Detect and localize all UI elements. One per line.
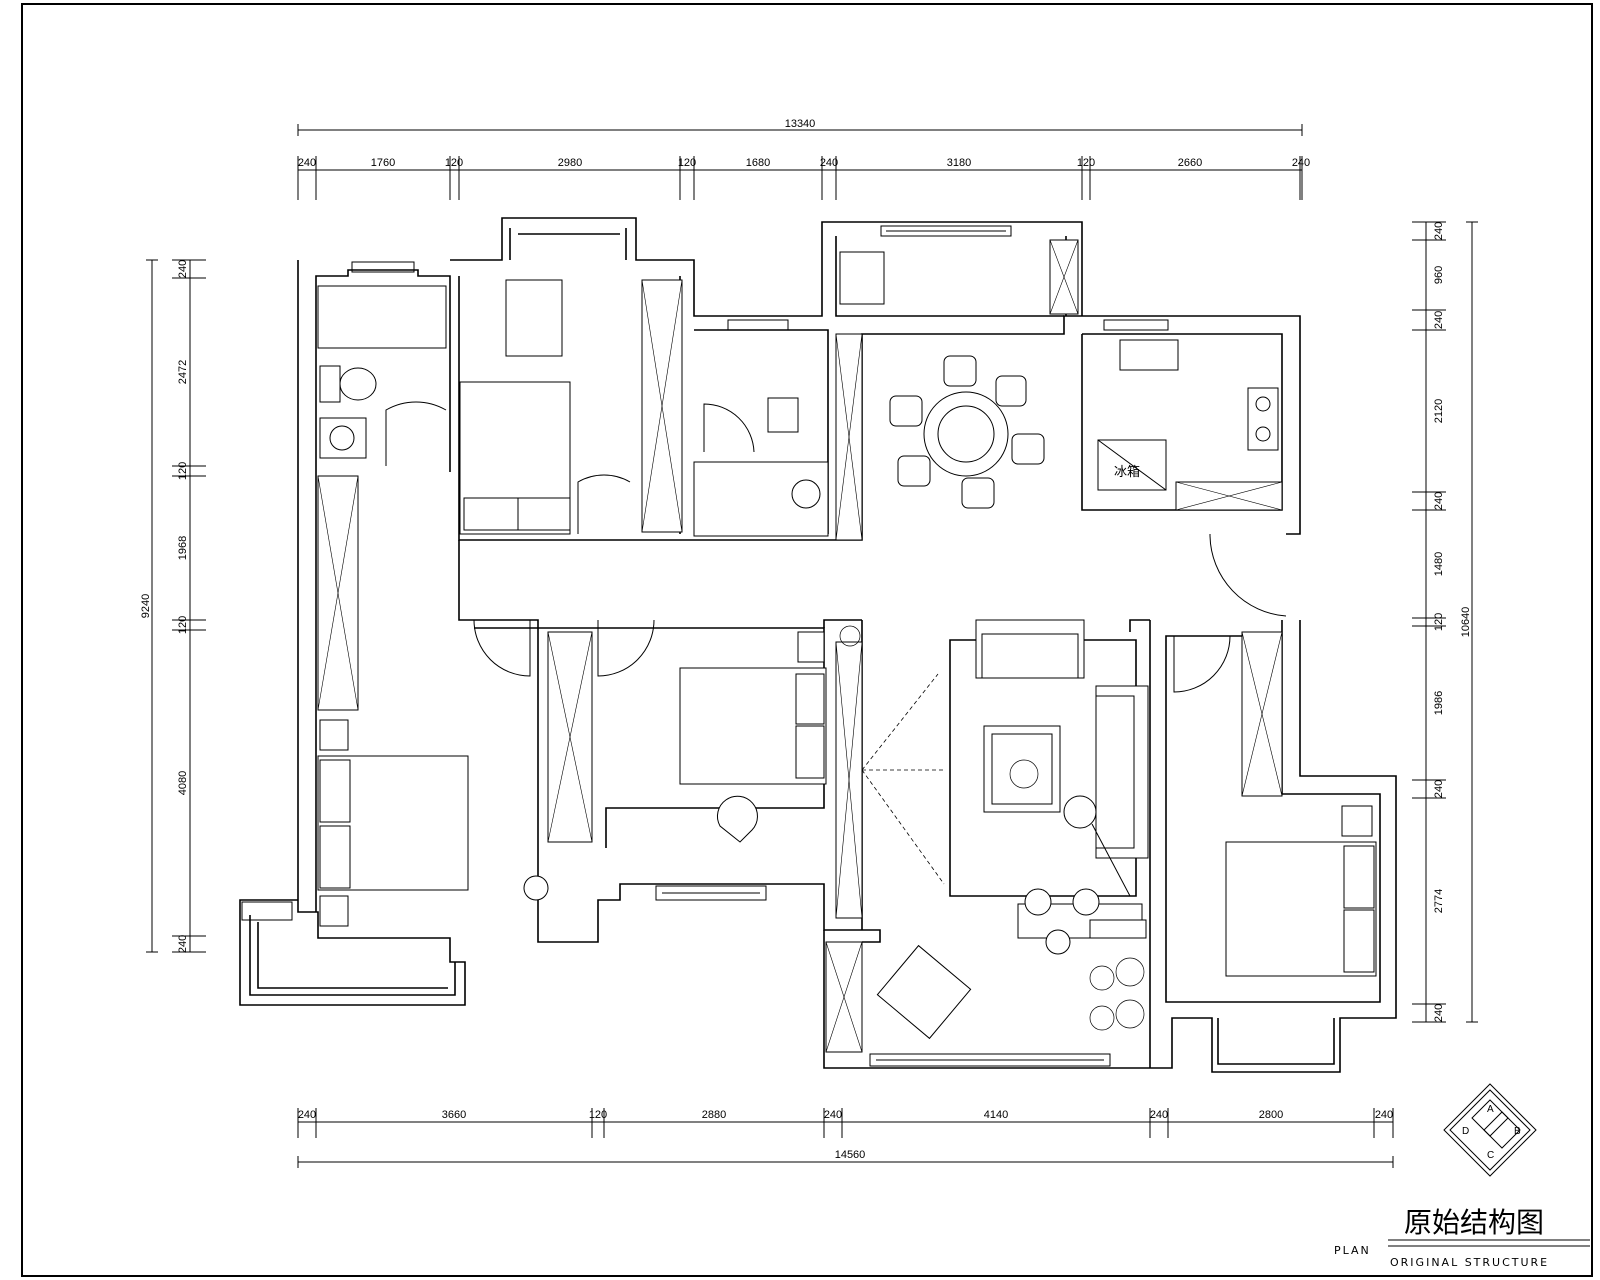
dim-right-segment: 240 (1433, 311, 1445, 329)
right-dimension-chain: 10640 240 960 240 2120 240 1480 120 1986 240 2774… (1412, 221, 1478, 1023)
dim-right-segment: 1480 (1433, 552, 1445, 576)
dim-right-segment: 2774 (1433, 889, 1445, 913)
dim-left-segment: 2472 (177, 360, 189, 384)
dim-bottom-segment: 2800 (1259, 1109, 1283, 1121)
compass-rose: A B C D (1443, 1083, 1537, 1177)
fridge-label: 冰箱 (1114, 464, 1140, 480)
dim-left-total: 9240 (140, 594, 152, 618)
stove (1247, 387, 1279, 451)
dim-top-segment: 240 (1292, 157, 1310, 169)
dim-bottom-segment: 3660 (442, 1109, 466, 1121)
dim-right-segment: 2120 (1433, 399, 1445, 423)
washing-machine (839, 251, 885, 305)
dim-top-segment: 1680 (746, 157, 770, 169)
dim-right-segment: 1986 (1433, 691, 1445, 715)
wardrobes (317, 239, 1283, 1053)
dim-right-segment: 960 (1433, 266, 1445, 284)
dim-bottom-segment: 240 (824, 1109, 842, 1121)
dim-left-segment: 1968 (177, 536, 189, 560)
dining-table (923, 391, 1009, 477)
compass-d: D (1462, 1126, 1469, 1137)
dim-left-segment: 120 (177, 616, 189, 634)
compass-c: C (1487, 1150, 1494, 1161)
dim-right-segment: 120 (1433, 613, 1445, 631)
dim-bottom-segment: 120 (589, 1109, 607, 1121)
dim-bottom-segment: 2880 (702, 1109, 726, 1121)
dim-left-segment: 240 (177, 260, 189, 278)
drawing-subtitle: ORIGINAL STRUCTURE (1390, 1256, 1549, 1269)
dim-right-segment: 240 (1433, 780, 1445, 798)
dim-bottom-segment: 240 (1375, 1109, 1393, 1121)
dim-bottom-segment: 240 (298, 1109, 316, 1121)
dim-top-segment: 1760 (371, 157, 395, 169)
compass-a: A (1487, 1104, 1494, 1115)
bottom-dimension-chain: 14560 240 3660 120 2880 240 4140 240 2800 240 (297, 1108, 1394, 1168)
plants (839, 625, 1145, 1031)
dim-bottom-segment: 240 (1150, 1109, 1168, 1121)
dim-left-segment: 240 (177, 935, 189, 953)
top-dimension-chain: 13340 240 1760 120 2980 120 1680 240 3180 120 266… (297, 118, 1310, 200)
compass-b: B (1514, 1126, 1521, 1137)
dim-top-segment: 2980 (558, 157, 582, 169)
dim-right-segment: 240 (1433, 222, 1445, 240)
drawing-frame (21, 3, 1593, 1277)
dim-top-total: 13340 (785, 118, 816, 130)
dim-right-segment: 240 (1433, 492, 1445, 510)
title-block: 原始结构图 PLAN ORIGINAL STRUCTURE (1334, 1206, 1590, 1269)
furniture: 冰箱 (317, 251, 1377, 1040)
left-dimension-chain: 9240 240 2472 120 1968 120 4080 240 (140, 259, 206, 953)
dim-top-segment: 240 (298, 157, 316, 169)
kitchen-sink (1119, 339, 1179, 371)
plan-label: PLAN (1334, 1244, 1371, 1257)
drawing-title: 原始结构图 (1404, 1206, 1544, 1239)
dim-top-segment: 120 (445, 157, 463, 169)
dim-top-segment: 2660 (1178, 157, 1202, 169)
dim-bottom-segment: 4140 (984, 1109, 1008, 1121)
dim-right-total: 10640 (1460, 607, 1472, 638)
lounge-chair (876, 944, 972, 1040)
shower-area (317, 285, 447, 349)
dim-top-segment: 120 (678, 157, 696, 169)
coffee-table (983, 725, 1061, 813)
dim-right-segment: 240 (1433, 1004, 1445, 1022)
toilet (319, 365, 341, 403)
dim-left-segment: 120 (177, 462, 189, 480)
dim-top-segment: 240 (820, 157, 838, 169)
dim-top-segment: 3180 (947, 157, 971, 169)
squat-toilet (767, 397, 799, 433)
dim-left-segment: 4080 (177, 771, 189, 795)
dim-top-segment: 120 (1077, 157, 1095, 169)
dim-bottom-total: 14560 (835, 1149, 866, 1161)
